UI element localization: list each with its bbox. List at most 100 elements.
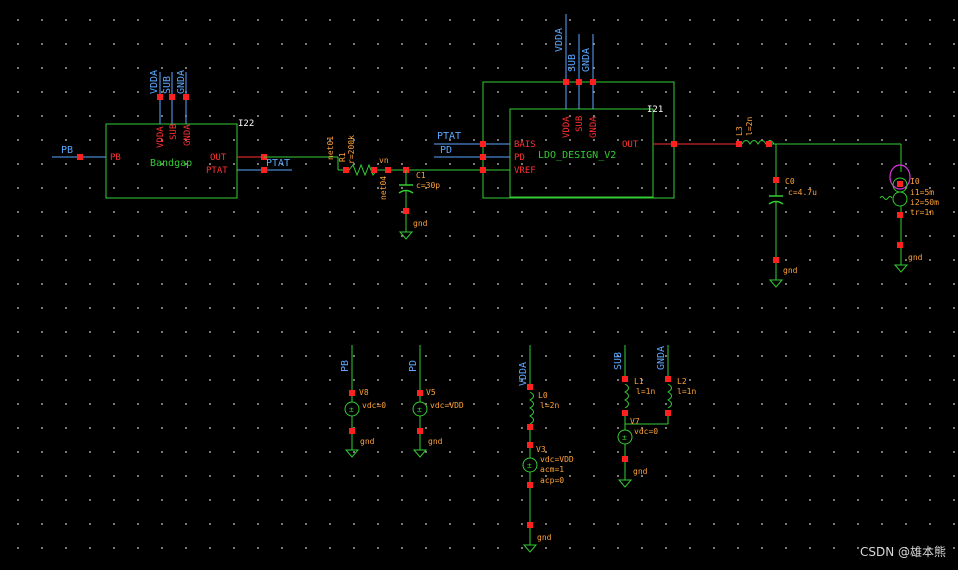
l0-inst: L0 (538, 391, 548, 400)
r1-net-c: net04 (379, 176, 388, 200)
pin-square[interactable] (480, 167, 486, 173)
pin-square[interactable] (371, 167, 377, 173)
pin-square[interactable] (527, 424, 533, 430)
pin-square[interactable] (665, 410, 671, 416)
pin-square[interactable] (665, 376, 671, 382)
plus-icon: ± (349, 405, 354, 414)
pin-square[interactable] (527, 442, 533, 448)
bandgap-pin-vdda: VDDA (156, 126, 166, 148)
l3-value: l=2n (745, 117, 754, 136)
pin-square[interactable] (480, 141, 486, 147)
pin-square[interactable] (527, 482, 533, 488)
pin-square[interactable] (622, 456, 628, 462)
pin-square[interactable] (773, 177, 779, 183)
source-v7[interactable]: ± SUB GNDA L1 l=1n L2 l=1n V7 vdc=0 gnd (613, 345, 696, 488)
pin-square[interactable] (897, 181, 903, 187)
pin-square[interactable] (736, 141, 742, 147)
v3-inst: V3 (536, 445, 546, 454)
pin-square[interactable] (897, 212, 903, 218)
ldo-name: LDO_DESIGN_V2 (538, 150, 616, 161)
pin-square[interactable] (480, 154, 486, 160)
pin-square[interactable] (385, 167, 391, 173)
pin-square[interactable] (183, 94, 189, 100)
pin-square[interactable] (403, 208, 409, 214)
dc-source-icon[interactable] (522, 457, 538, 473)
bandgap-inst: I22 (238, 119, 254, 129)
v5-net: PD (408, 360, 419, 372)
pin-square[interactable] (766, 141, 772, 147)
v7-net-sub: SUB (613, 352, 624, 370)
v8-inst: V8 (359, 388, 369, 397)
ground-icon (893, 264, 909, 273)
dc-source-icon[interactable] (617, 429, 633, 445)
pin-square[interactable] (417, 428, 423, 434)
bandgap-pin-pb: PB (110, 153, 121, 163)
bandgap-pin-sub: SUB (169, 124, 179, 140)
ldo-inst: I21 (647, 105, 663, 115)
selection-highlight (889, 164, 911, 190)
pin-square[interactable] (622, 376, 628, 382)
pin-square[interactable] (157, 94, 163, 100)
current-source-i0[interactable] (892, 191, 908, 207)
pin-square[interactable] (261, 167, 267, 173)
c0-gnd: gnd (783, 266, 798, 275)
inductor-l2[interactable] (666, 383, 672, 409)
plus-icon: ± (622, 433, 627, 442)
v7-gnd: gnd (633, 467, 648, 476)
bandgap-pin-gnda: GNDA (183, 124, 193, 146)
pin-square[interactable] (77, 154, 83, 160)
v3-net: VDDA (518, 362, 529, 386)
pin-square[interactable] (590, 79, 596, 85)
source-v3[interactable]: ± VDDA L0 l=2n V3 vdc=VDD acm=1 acp=0 gn… (518, 345, 574, 553)
pin-square[interactable] (671, 141, 677, 147)
inductor-l1[interactable] (623, 383, 629, 409)
i0-param-1: i1=5m (910, 188, 934, 197)
i0-param-2: i2=50m (910, 198, 939, 207)
pin-square[interactable] (563, 79, 569, 85)
l1-inst: L1 (634, 377, 644, 386)
ground-icon (617, 479, 633, 488)
ldo-net-vdda: VDDA (554, 28, 565, 52)
c0-value: c=4.7u (788, 188, 817, 197)
v8-net: PB (340, 360, 351, 372)
pin-square[interactable] (897, 242, 903, 248)
pin-square[interactable] (343, 167, 349, 173)
c1-inst: C1 (416, 171, 426, 180)
pin-square[interactable] (527, 522, 533, 528)
source-v8[interactable]: ± PB V8 vdc=0 gnd (340, 345, 386, 458)
v3-param-2: acm=1 (540, 465, 564, 474)
pin-square[interactable] (349, 428, 355, 434)
c1-gnd: gnd (413, 219, 428, 228)
inductor-l0[interactable] (528, 391, 534, 425)
l0-value: l=2n (540, 401, 559, 410)
v5-inst: V5 (426, 388, 436, 397)
pin-square[interactable] (773, 257, 779, 263)
ldo-inner-box[interactable] (509, 108, 654, 198)
ldo-pin-vdda: VDDA (562, 116, 572, 138)
bandgap-net-vdda: VDDA (149, 70, 160, 94)
resistor-r1[interactable] (348, 163, 378, 177)
r1-value: r=200k (347, 135, 356, 164)
ldo-pin-bais: BAIS (514, 140, 536, 150)
ldo-pin-out: OUT (622, 140, 639, 150)
pin-square[interactable] (417, 390, 423, 396)
dc-source-icon[interactable] (412, 401, 428, 417)
ldo-pin-vref: VREF (514, 166, 536, 176)
l3-inst: L3 (735, 126, 744, 136)
pin-square[interactable] (169, 94, 175, 100)
ldo-block[interactable]: I21 LDO_DESIGN_V2 VDDA SUB GNDA VDDA SUB… (434, 14, 740, 199)
pin-square[interactable] (527, 384, 533, 390)
bandgap-pin-ptat: PTAT (206, 166, 228, 176)
v3-param-3: acp=0 (540, 476, 564, 485)
dc-source-icon[interactable] (344, 401, 360, 417)
v7-value: vdc=0 (634, 427, 658, 436)
bandgap-block[interactable]: I22 Bandgap VDDA SUB GNDA VDDA SUB GNDA … (52, 70, 292, 199)
pin-square[interactable] (622, 410, 628, 416)
bandgap-name: Bandgap (150, 158, 192, 169)
pin-square[interactable] (576, 79, 582, 85)
output-network[interactable]: L3 l=2n C0 c=4.7u gnd I0 i1=5m i2=50m tr… (735, 117, 939, 288)
source-v5[interactable]: ± PD V5 vdc=VDD gnd (408, 345, 464, 458)
capacitor-c1[interactable]: C1 c=30p gnd (398, 170, 440, 240)
pin-square[interactable] (349, 390, 355, 396)
r1-net-b: vn (379, 156, 389, 165)
